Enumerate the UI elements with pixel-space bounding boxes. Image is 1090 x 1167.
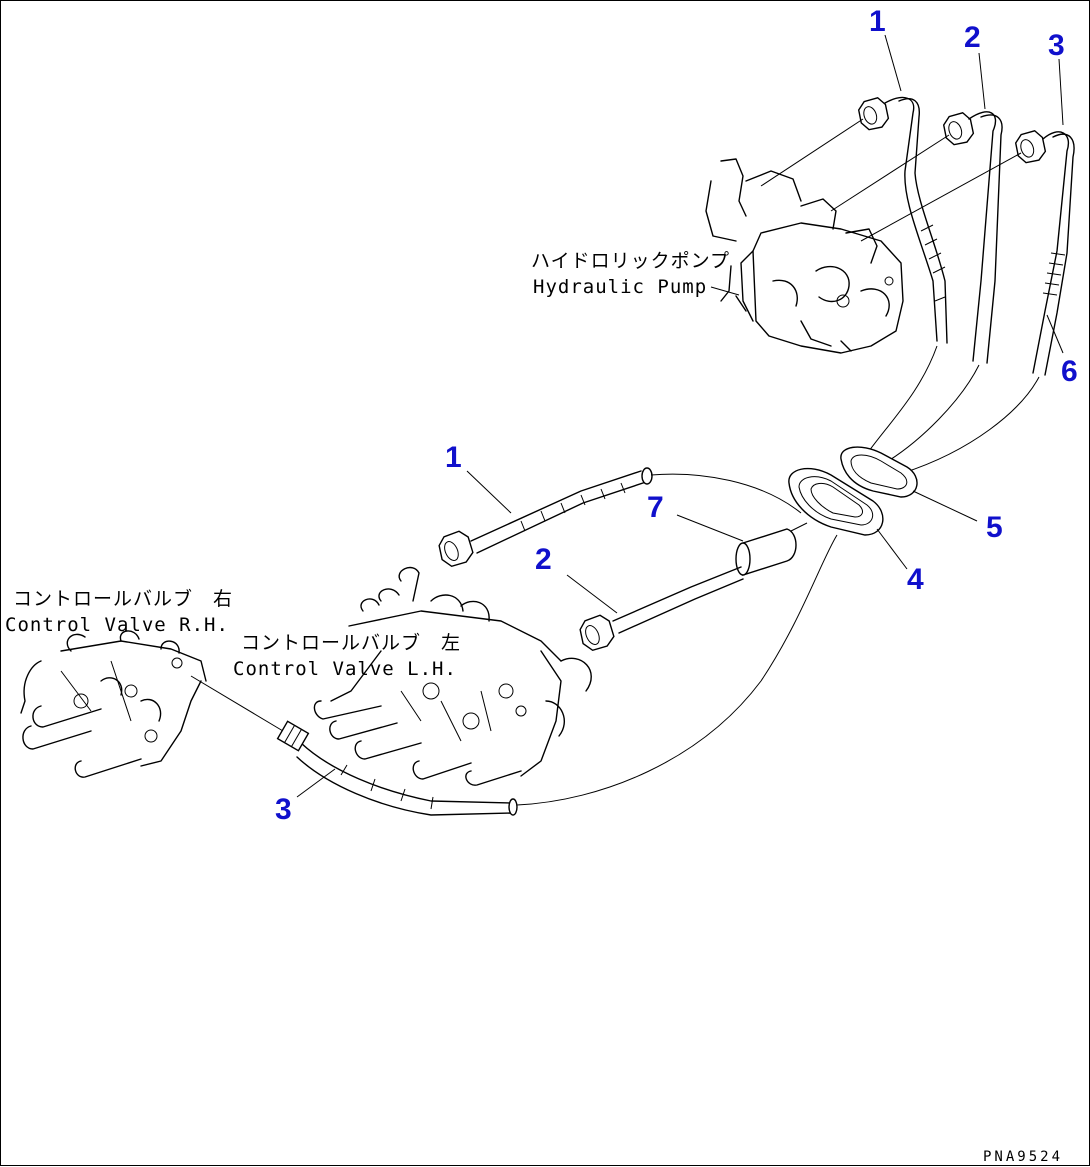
- control-valve-rh: [20, 630, 207, 778]
- callout-5: 5: [986, 511, 1003, 544]
- grommet-5: [840, 446, 918, 498]
- callout-7: 7: [647, 491, 664, 524]
- callout-4: 4: [907, 563, 924, 596]
- callout-6: 6: [1061, 355, 1078, 388]
- hose-2-upper: [968, 111, 1003, 364]
- callout-2-top: 2: [964, 21, 981, 54]
- valve-rh-label-en: Control Valve R.H.: [5, 614, 229, 636]
- callout-1-top: 1: [869, 5, 886, 38]
- hose-2-lower: [579, 566, 744, 652]
- callout-1-mid: 1: [445, 441, 462, 474]
- callout-3-low: 3: [275, 793, 292, 826]
- pump-fittings: [760, 96, 1047, 242]
- valve-lh-label-en: Control Valve L.H.: [233, 658, 457, 680]
- hose-1-upper: [884, 96, 948, 344]
- callout-leaders: [296, 34, 1064, 798]
- drawing-reference: PNA9524: [983, 1149, 1063, 1165]
- sleeve-7: [735, 522, 808, 576]
- grommet-4: [788, 467, 884, 536]
- pump-label-jp: ハイドロリックポンプ: [531, 250, 730, 272]
- hose-1-lower: [438, 467, 802, 568]
- hose-3-upper: [1032, 131, 1075, 376]
- valve-lh-label-jp: コントロールバルブ 左: [241, 631, 461, 654]
- hose-routing-lines: [868, 345, 1040, 474]
- hydraulic-pump: [705, 158, 904, 354]
- hose-3-lower: [190, 534, 838, 816]
- callout-2-mid: 2: [535, 543, 552, 576]
- valve-rh-label-jp: コントロールバルブ 右: [13, 587, 233, 610]
- callout-3-top: 3: [1048, 29, 1065, 62]
- pump-label-en: Hydraulic Pump: [533, 276, 707, 298]
- control-valve-lh: [313, 566, 592, 786]
